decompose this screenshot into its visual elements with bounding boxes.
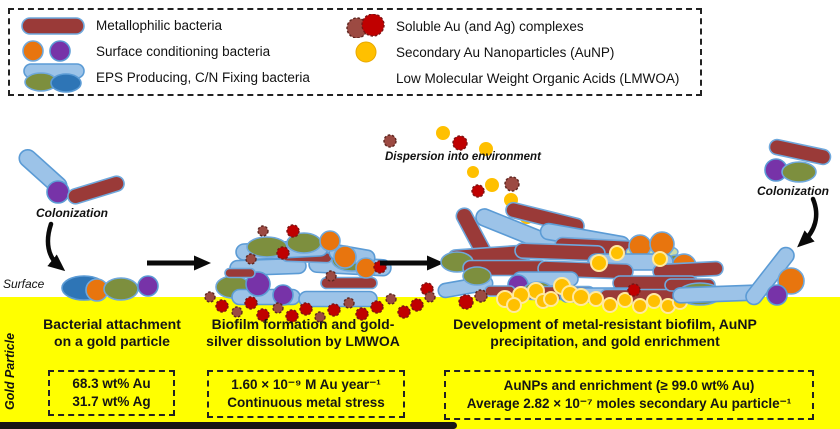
legend-item-eps: EPS Producing, C/N Fixing bacteria: [10, 62, 340, 93]
stage1-data-box: 68.3 wt% Au 31.7 wt% Ag: [48, 370, 175, 416]
dispersion-label: Dispersion into environment: [385, 151, 541, 163]
surface-conditioning-bacteria-icon: [10, 40, 96, 63]
legend-item-lmwoa: Low Molecular Weight Organic Acids (LMWO…: [340, 65, 700, 91]
surface-label: Surface: [3, 277, 45, 291]
legend-left-column: Metallophilic bacteria Surface condition…: [10, 10, 340, 94]
bottom-bar: [0, 422, 457, 429]
stage2-data-line1: 1.60 × 10⁻⁹ M Au year⁻¹: [231, 376, 381, 392]
eps-bacterium: [781, 161, 817, 183]
colonization-label-right: Colonization: [757, 184, 829, 198]
metallophilic-bacterium: [67, 175, 125, 205]
gold-particle-label: Gold Particle: [3, 332, 17, 410]
legend-label: Low Molecular Weight Organic Acids (LMWO…: [396, 70, 680, 86]
stage3-title-line1: Development of metal-resistant biofilm, …: [453, 316, 757, 332]
stage3-data-line2: Average 2.82 × 10⁻⁷ moles secondary Au p…: [466, 396, 792, 411]
colonization-arrow-left: [45, 221, 66, 272]
stage1-data-line1: 68.3 wt% Au: [72, 375, 151, 391]
legend-item-soluble-au: Soluble Au (and Ag) complexes: [340, 13, 700, 39]
colonization-arrow-right: [797, 196, 819, 248]
legend-item-metallophilic: Metallophilic bacteria: [10, 13, 340, 39]
stage1-title-line1: Bacterial attachment: [43, 316, 181, 332]
stage1-title: Bacterial attachment on a gold particle: [17, 316, 207, 350]
stage2-data-line2: Continuous metal stress: [227, 395, 385, 410]
stage1-attached-bacteria: [61, 275, 159, 302]
soluble-au-complexes-icon: [340, 14, 396, 38]
stage2-data-box: 1.60 × 10⁻⁹ M Au year⁻¹ Continuous metal…: [207, 370, 405, 418]
legend-label: Secondary Au Nanoparticles (AuNP): [396, 44, 615, 60]
surface-conditioning-bacterium: [319, 230, 341, 252]
metallophilic-bacteria-icon: [10, 16, 96, 36]
surface-conditioning-bacterium: [46, 180, 70, 204]
stage1-title-line2: on a gold particle: [54, 332, 170, 349]
eps-bacteria-icon: [10, 62, 96, 93]
stage2-title-line1: Biofilm formation and gold-: [211, 316, 395, 332]
legend-label: Surface conditioning bacteria: [96, 43, 271, 59]
legend-label: EPS Producing, C/N Fixing bacteria: [96, 70, 310, 85]
aunp-icon: [340, 41, 396, 63]
surface-conditioning-bacterium: [137, 275, 159, 297]
stage1-data-line2: 31.7 wt% Ag: [72, 394, 151, 409]
stage3-title: Development of metal-resistant biofilm, …: [440, 316, 770, 350]
stage3-data-box: AuNPs and enrichment (≥ 99.0 wt% Au) Ave…: [444, 370, 814, 420]
legend-box: Metallophilic bacteria Surface condition…: [8, 8, 702, 96]
stage2-biofilm: [215, 230, 392, 308]
legend-right-column: Soluble Au (and Ag) complexes Secondary …: [340, 10, 700, 94]
colonization-label-left: Colonization: [36, 206, 108, 220]
eps-bacterium: [103, 277, 139, 301]
stage3-data-line1: AuNPs and enrichment (≥ 99.0 wt% Au): [503, 377, 755, 393]
stage2-title: Biofilm formation and gold- silver disso…: [196, 316, 410, 350]
legend-label: Metallophilic bacteria: [96, 18, 223, 34]
metallophilic-bacterium: [768, 138, 832, 166]
stage2-soluble-au-complexes: [204, 224, 436, 323]
gold-particle-band: [0, 297, 840, 429]
stage2-title-line2: silver dissolution by LMWOA: [206, 332, 400, 349]
stage1-floating-bacteria: [18, 148, 125, 272]
right-colonization-cluster: [672, 138, 832, 306]
legend-item-aunp: Secondary Au Nanoparticles (AuNP): [340, 39, 700, 65]
legend-label: Soluble Au (and Ag) complexes: [396, 18, 584, 34]
stage3-title-line2: precipitation, and gold enrichment: [490, 332, 720, 349]
stage3-aunp-particles: [458, 245, 688, 314]
legend-item-surface-conditioning: Surface conditioning bacteria: [10, 39, 340, 65]
